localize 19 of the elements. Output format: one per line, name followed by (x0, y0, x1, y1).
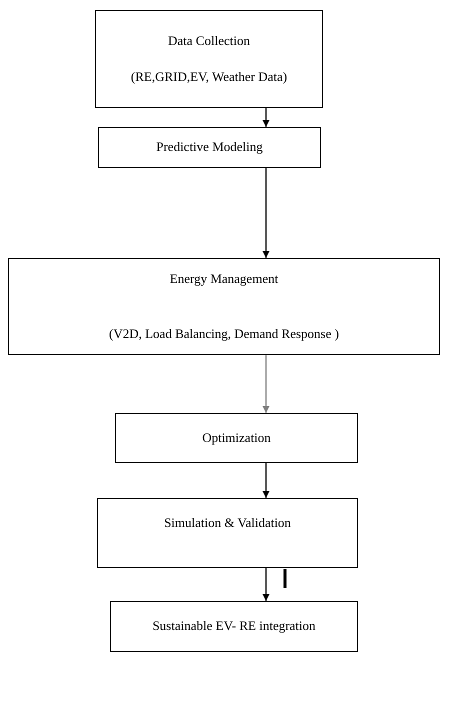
arrow (262, 108, 270, 127)
box-title: Energy Management (168, 271, 280, 288)
arrow (262, 168, 270, 258)
process-box (98, 127, 321, 168)
process-box (97, 498, 358, 568)
process-box (95, 10, 323, 108)
box-subtitle: (RE,GRID,EV, Weather Data) (130, 68, 288, 86)
box-title: Predictive Modeling (155, 139, 264, 156)
arrow (262, 463, 270, 498)
box-title: Simulation & Validation (163, 515, 292, 532)
box-subtitle: (V2D, Load Balancing, Demand Response ) (108, 326, 340, 342)
process-box (110, 601, 358, 652)
arrow (262, 355, 270, 413)
process-box (115, 413, 358, 463)
box-title: Optimization (201, 430, 272, 446)
box-title: Sustainable EV- RE integration (151, 618, 317, 635)
box-title: Data Collection (167, 32, 251, 50)
process-box (8, 258, 440, 355)
arrow (262, 568, 270, 601)
